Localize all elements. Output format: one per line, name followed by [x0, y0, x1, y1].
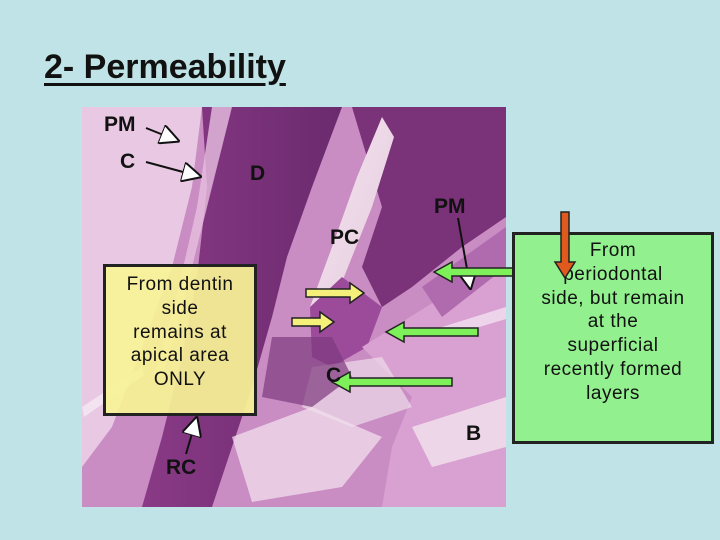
green-arrow-top [432, 260, 515, 284]
green-arrow-middle [384, 320, 479, 344]
label-b: B [466, 422, 481, 445]
perio-note-line: recently formed [543, 358, 683, 380]
perio-note-line: side, but remain [541, 287, 685, 309]
dentin-note-line: apical area [130, 345, 230, 367]
dentin-note-line: ONLY [153, 369, 207, 390]
label-c-bottom: C [326, 364, 341, 387]
green-arrow-bottom [330, 370, 453, 394]
slide-title: 2- Permeability [44, 48, 286, 86]
perio-note-line: From [589, 240, 637, 261]
orange-down-arrow [553, 211, 577, 280]
rc-pointer [186, 420, 196, 455]
dentin-note-line: side [161, 297, 199, 319]
perio-note-line: superficial [567, 335, 659, 356]
label-pm-right: PM [434, 195, 466, 218]
perio-note-line: at the [587, 311, 639, 333]
label-rc: RC [166, 456, 196, 479]
yellow-arrow-lower [291, 310, 336, 334]
label-c-top: C [120, 150, 135, 173]
label-pm-top: PM [104, 113, 136, 136]
periodontal-side-note: From periodontal side, but remain at the… [512, 232, 714, 444]
perio-note-line: periodontal [563, 263, 663, 285]
dentin-note-line: remains at [133, 321, 227, 343]
label-d: D [250, 162, 265, 185]
c-top-pointer [145, 161, 198, 176]
label-pc: PC [330, 226, 359, 249]
pm-top-pointer [145, 128, 176, 140]
dentin-note-line: From dentin [126, 274, 234, 295]
perio-note-line: layers [586, 382, 640, 404]
dentin-side-note: From dentin side remains at apical area … [103, 264, 257, 416]
yellow-arrow-upper [305, 281, 366, 305]
